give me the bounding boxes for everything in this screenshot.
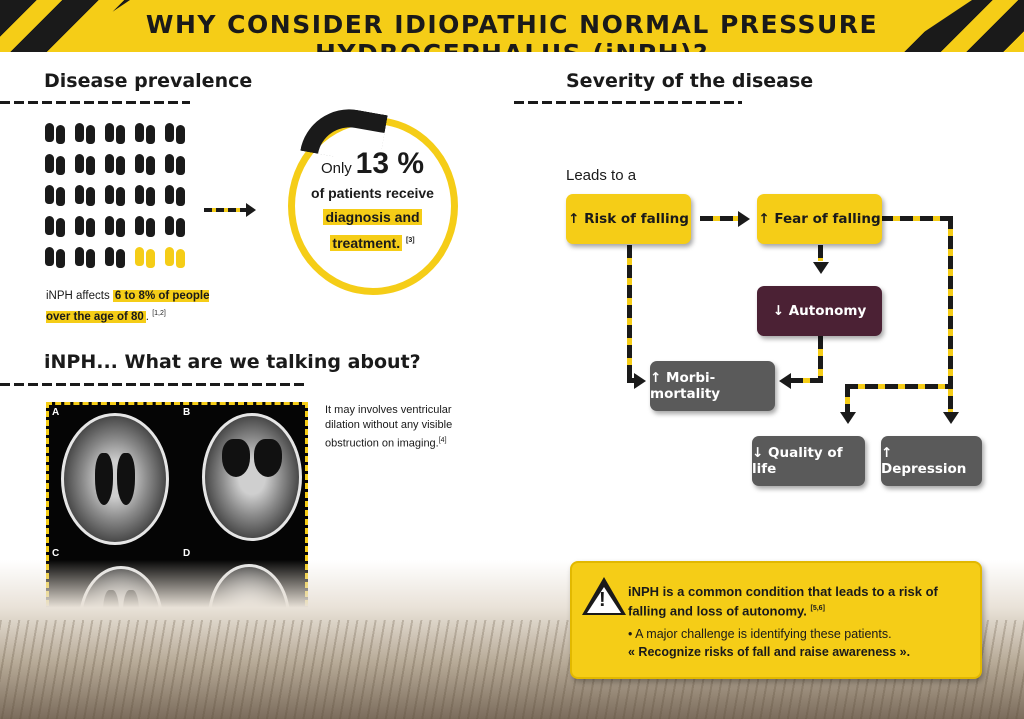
footprint-icon [134,185,158,207]
mri-label-a: A [52,407,60,418]
stat-ref: [3] [406,237,415,244]
footprint-icon [134,154,158,176]
box-fear-of-falling: ↑ Fear of falling [757,194,882,244]
flow-line [845,384,951,389]
mri-scan-a: A [49,405,174,545]
footprint-icon [74,247,98,269]
footprint-icon [164,216,188,238]
footprint-icon [104,185,128,207]
prevalence-underline [0,101,190,104]
header-banner: WHY CONSIDER IDIOPATHIC NORMAL PRESSURE … [0,0,1024,52]
about-title: iNPH... What are we talking about? [44,351,421,373]
warning-icon-inner [587,587,621,613]
stat-highlight2: treatment. [330,234,403,251]
arrow-right-icon [634,373,646,389]
key-message-callout: ! iNPH is a common condition that leads … [570,561,982,679]
footprint-icon [44,123,68,145]
callout-line1: • A major challenge is identifying these… [628,627,892,641]
mri-caption: It may involves ventricular dilation wit… [325,403,475,452]
footprint-icon [44,247,68,269]
mri-label-b: B [183,407,191,418]
flow-line [948,216,953,412]
footprint-icon [44,185,68,207]
ventricle [222,439,250,477]
flow-line [818,245,823,261]
prevalence-title: Disease prevalence [44,70,253,92]
flow-line [627,378,636,383]
flow-line [700,216,740,221]
footprint-icon [164,123,188,145]
ventricle [95,453,113,505]
prevalence-ref: [1,2] [152,310,166,317]
flow-line [880,216,952,221]
callout-main: iNPH is a common condition that leads to… [628,584,938,619]
severity-title: Severity of the disease [566,70,814,92]
page-title: WHY CONSIDER IDIOPATHIC NORMAL PRESSURE … [145,10,879,52]
arrow-right-icon [738,211,750,227]
mri-scan-b: B [180,405,305,541]
stat-percent: 13 % [355,147,425,180]
footprint-icon [134,247,158,269]
exclamation-icon: ! [599,589,606,611]
footprint-icon [74,185,98,207]
footprint-icon [164,154,188,176]
footprint-icon [104,123,128,145]
mri-label-d: D [183,548,191,559]
callout-ref: [5,6] [810,605,825,612]
arrow-down-icon [943,412,959,424]
callout-line2: « Recognize risks of fall and raise awar… [628,645,911,659]
box-quality-of-life: ↓ Quality of life [752,436,865,486]
flow-line [790,378,823,383]
hazard-stripe-right [894,0,1024,52]
box-autonomy: ↓ Autonomy [757,286,882,336]
prevalence-arrow [204,208,248,212]
arrow-left-icon [779,373,791,389]
footprints-grid [44,123,194,278]
leads-to-label: Leads to a [566,167,637,184]
hazard-stripe-left [0,0,130,52]
about-underline [0,383,308,386]
box-risk-of-falling: ↑ Risk of falling [566,194,691,244]
brain-scan [202,413,302,541]
arrow-down-icon [840,412,856,424]
ventricle [254,439,282,477]
footprint-icon [134,216,158,238]
mri-caption-text: It may involves ventricular dilation wit… [325,404,453,450]
stat-highlight1: diagnosis and [323,209,422,225]
footprint-icon [44,216,68,238]
flow-line [627,245,632,380]
arrow-down-icon [813,262,829,274]
footprint-icon [74,123,98,145]
statistic-text: Only 13 % of patients receive diagnosis … [305,149,440,255]
footprint-icon [104,154,128,176]
footprint-icon [134,123,158,145]
callout-main-text: iNPH is a common condition that leads to… [628,583,968,619]
mri-caption-ref: [4] [438,437,447,444]
footprint-icon [104,216,128,238]
stat-only: Only [320,160,352,177]
footprint-icon [44,154,68,176]
footprint-icon [74,154,98,176]
statistic-circle [288,117,458,295]
mri-label-c: C [52,548,60,559]
ventricle [117,453,135,505]
prevalence-text: iNPH affects 6 to 8% of people over the … [46,288,216,326]
footprint-icon [164,247,188,269]
prevalence-text-prefix: iNPH affects [46,290,113,302]
arrow-right-icon [246,203,256,217]
footprint-icon [104,247,128,269]
stat-line1: of patients receive [311,185,434,201]
brain-scan [61,413,169,545]
box-morbi-mortality: ↑ Morbi-mortality [650,361,775,411]
box-depression: ↑ Depression [881,436,982,486]
footprint-icon [164,185,188,207]
flow-line [818,336,823,380]
flow-line [845,384,850,412]
severity-underline [514,101,742,104]
prevalence-text-suffix: . [145,310,149,323]
footprint-icon [74,216,98,238]
